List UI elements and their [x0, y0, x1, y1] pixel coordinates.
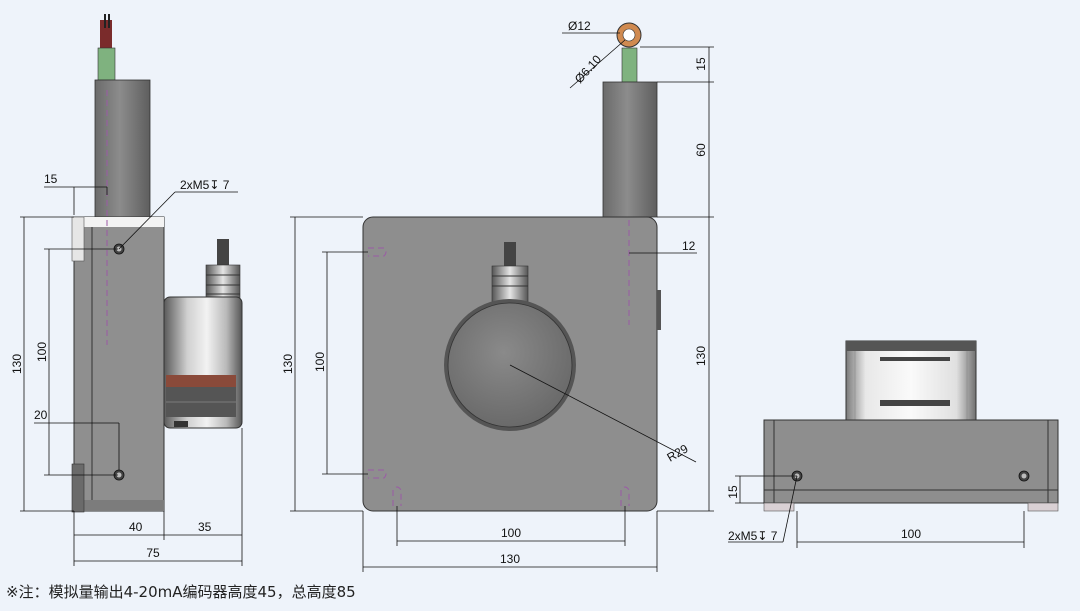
front-radius: R29 — [665, 441, 691, 464]
side-dim-15: 15 — [44, 172, 58, 186]
front-cable-sheath — [621, 47, 638, 83]
front-dim-130-bottom: 130 — [500, 552, 520, 566]
front-dim-15: 15 — [694, 57, 708, 71]
side-dim-75: 75 — [146, 546, 160, 560]
top-view: 15 2xM5↧ 7 100 — [726, 340, 1059, 548]
side-dim-40: 40 — [129, 520, 143, 534]
side-dim-20: 20 — [34, 408, 48, 422]
encoder-cable — [217, 239, 229, 265]
top-housing — [763, 419, 1059, 504]
side-view: 15 2xM5↧ 7 130 100 20 40 35 75 — [10, 14, 243, 566]
top-encoder — [845, 340, 977, 421]
front-dim-12: 12 — [682, 239, 696, 253]
front-outlet-cylinder — [602, 81, 658, 218]
front-dim-130-left: 130 — [281, 354, 295, 374]
side-dim-130: 130 — [10, 354, 24, 374]
front-ring-diameter: Ø12 — [568, 19, 591, 33]
top-thread-callout: 2xM5↧ 7 — [728, 529, 778, 543]
cable-sheath — [97, 47, 116, 81]
front-dim-100-left: 100 — [313, 352, 327, 372]
front-encoder-cable — [504, 242, 516, 268]
front-cable-gland — [491, 265, 529, 303]
front-view: Ø12 Ø6.10 15 60 130 12 130 100 R29 100 1… — [281, 19, 714, 572]
front-dim-100-bottom: 100 — [501, 526, 521, 540]
cable-outlet-cylinder — [94, 79, 151, 218]
front-dim-130-right: 130 — [694, 346, 708, 366]
side-thread-callout: 2xM5↧ 7 — [180, 178, 230, 192]
side-dim-35: 35 — [198, 520, 212, 534]
cable-gland — [205, 264, 241, 302]
footnote: ※注：模拟量输出4-20mA编码器高度45，总高度85 — [6, 583, 356, 601]
top-dim-15: 15 — [726, 485, 740, 499]
front-dim-60: 60 — [694, 143, 708, 157]
front-cable-diameter: Ø6.10 — [572, 52, 604, 86]
top-dim-100: 100 — [901, 527, 921, 541]
side-dim-100: 100 — [35, 342, 49, 362]
